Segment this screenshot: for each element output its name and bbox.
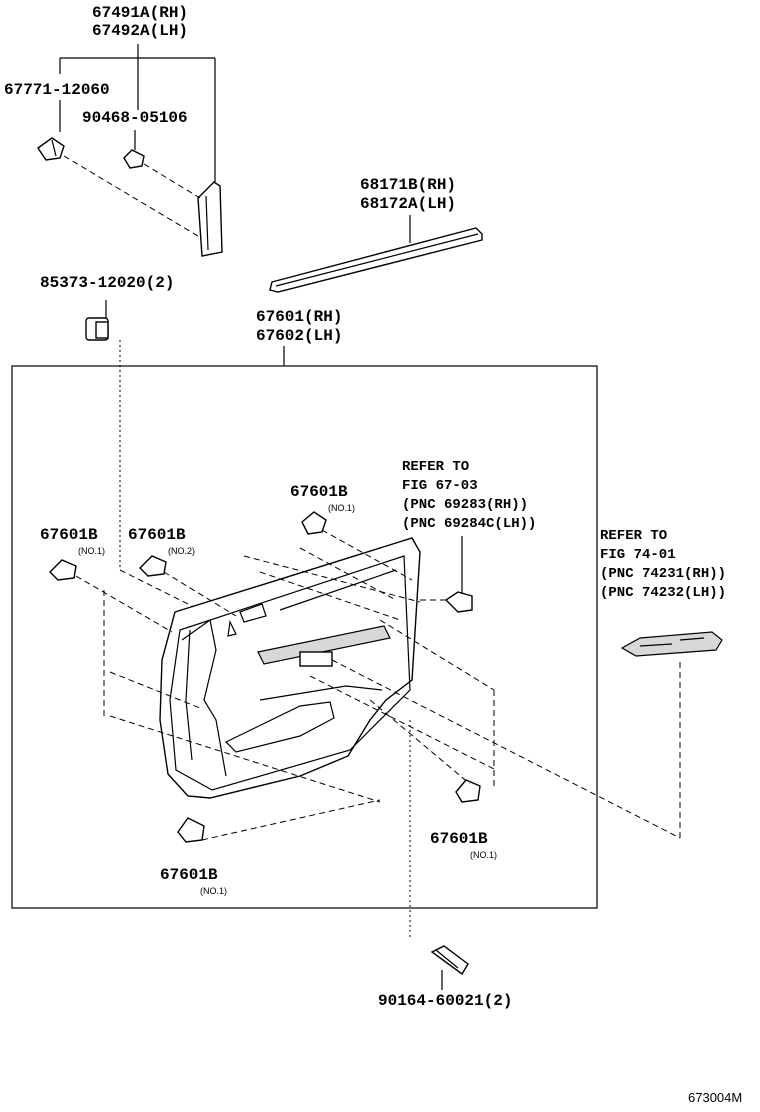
switch-connector-icon bbox=[444, 536, 473, 613]
clip-left1-icon bbox=[49, 559, 77, 581]
label-67602: 67602(LH) bbox=[256, 327, 343, 345]
ref2-line4: (PNC 74232(LH)) bbox=[600, 585, 727, 601]
label-clip-right-no: (NO.1) bbox=[470, 850, 497, 860]
nut-90468-icon bbox=[123, 149, 145, 169]
window-switch-icon bbox=[620, 631, 723, 657]
screw-90164-icon bbox=[430, 945, 469, 976]
figure-code: 673004M bbox=[688, 1090, 743, 1105]
ref1-line4: (PNC 69284C(LH)) bbox=[402, 516, 537, 532]
dash-lines bbox=[75, 529, 681, 841]
clip-bottom-icon bbox=[177, 817, 205, 843]
label-90468: 90468-05106 bbox=[82, 109, 188, 127]
label-clip-bottom-no: (NO.1) bbox=[200, 886, 227, 896]
label-clip-left2-no: (NO.2) bbox=[168, 546, 195, 556]
bracket-67491 bbox=[59, 44, 216, 185]
label-clip-left1: 67601B bbox=[40, 526, 98, 544]
retainer-85373-icon bbox=[85, 300, 109, 341]
clip-left2-icon bbox=[139, 555, 167, 577]
label-clip-left1-no: (NO.1) bbox=[78, 546, 105, 556]
label-67771: 67771-12060 bbox=[4, 81, 110, 99]
clip-67771-icon bbox=[37, 137, 65, 161]
label-67492a: 67492A(LH) bbox=[92, 22, 189, 40]
door-trim-board-icon bbox=[159, 537, 421, 799]
ref1-line2: FIG 67-03 bbox=[402, 478, 478, 494]
assembly-frame bbox=[11, 365, 598, 909]
ref2-line3: (PNC 74231(RH)) bbox=[600, 566, 727, 582]
garnish-67491-icon bbox=[197, 181, 223, 257]
ref2-line2: FIG 74-01 bbox=[600, 547, 676, 563]
label-67601: 67601(RH) bbox=[256, 308, 343, 326]
label-clip-top: 67601B bbox=[290, 483, 348, 501]
label-68172a: 68172A(LH) bbox=[360, 195, 457, 213]
label-clip-right: 67601B bbox=[430, 830, 488, 848]
ref2-line1: REFER TO bbox=[600, 528, 668, 544]
ref1-line3: (PNC 69283(RH)) bbox=[402, 497, 529, 513]
moulding-68171-icon bbox=[269, 215, 483, 293]
clip-top-icon bbox=[301, 511, 327, 535]
clip-right-icon bbox=[455, 779, 481, 803]
label-clip-top-no: (NO.1) bbox=[328, 503, 355, 513]
label-68171b: 68171B(RH) bbox=[360, 176, 457, 194]
label-67491a: 67491A(RH) bbox=[92, 4, 189, 22]
label-90164: 90164-60021(2) bbox=[378, 992, 513, 1010]
label-clip-left2: 67601B bbox=[128, 526, 186, 544]
label-85373: 85373-12020(2) bbox=[40, 274, 175, 292]
ref1-line1: REFER TO bbox=[402, 459, 470, 475]
label-clip-bottom: 67601B bbox=[160, 866, 218, 884]
